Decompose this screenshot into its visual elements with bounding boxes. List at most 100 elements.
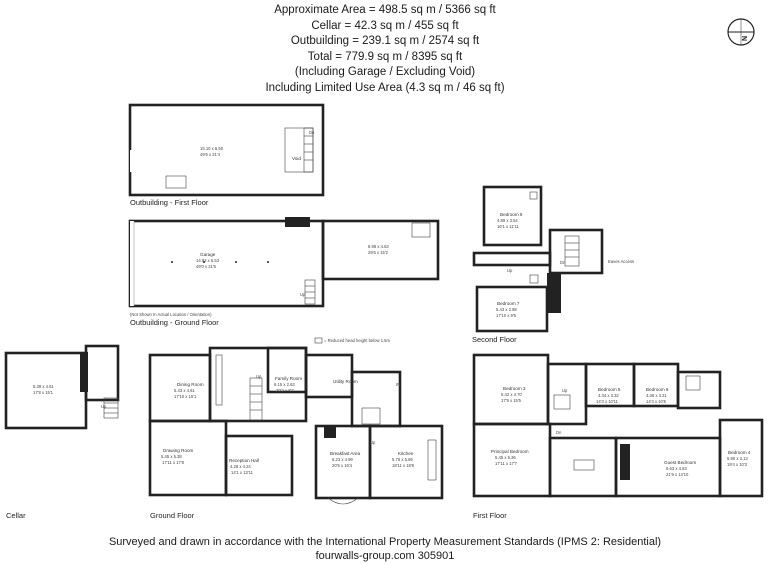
breakfast-dim1: 6.23 x 4.99 (332, 457, 353, 462)
bedroom6b-dim1: 4.36 x 3.21 (646, 393, 667, 398)
stair-icon (215, 354, 223, 406)
bedroom4 (718, 418, 764, 498)
bedroom6-dim1: 4.89 x 3.54 (497, 218, 518, 223)
survey-footer: Surveyed and drawn in accordance with th… (0, 535, 770, 563)
up-mark-kitchen: Up (370, 440, 376, 445)
area-line-approximate: Approximate Area = 498.5 sq m / 5366 sq … (274, 4, 496, 16)
in-mark: IN (396, 382, 400, 387)
ob-ground-dim1: 8.98 x 4.63 (368, 244, 389, 249)
guest-dim1: 6.63 x 4.53 (666, 466, 687, 471)
cellar-plan: 5.39 x 4.61 17'8 x 15'1 Up (4, 344, 120, 430)
reception-dim2: 14'1 x 13'11 (231, 470, 254, 475)
kitchen-dim1: 5.76 x 5.69 (392, 457, 413, 462)
utility-room (304, 353, 354, 399)
cellar-title: Cellar (6, 511, 26, 520)
principal-bedroom (472, 422, 552, 498)
limited-use-legend-swatch (314, 337, 323, 344)
outbuilding-ground-note: (Not Shown In Actual Location / Orientat… (130, 312, 212, 317)
bedroom7-dim1: 5.43 x 2.88 (496, 307, 517, 312)
garage-label: Garage (200, 252, 216, 257)
bedroom3-dim1: 5.42 x 4.70 (501, 392, 522, 397)
eaves-label: Eaves Access (608, 259, 634, 264)
bedroom7-label: Bedroom 7 (497, 301, 520, 306)
cellar-dim1: 5.39 x 4.61 (33, 384, 54, 389)
family-label: Family Room (275, 376, 302, 381)
up-mark: Up (562, 388, 568, 393)
dn-mark: Dn (556, 430, 562, 435)
area-line-outbuilding: Outbuilding = 239.1 sq m / 2574 sq ft (290, 35, 480, 48)
principal-dim2: 17'11 x 17'7 (495, 461, 518, 466)
bedroom6b-label: Bedroom 6 (646, 387, 669, 392)
ground-floor-plan: = Reduced head height below 1.5m Dining … (148, 337, 444, 505)
utility-label: Utility Room (333, 379, 358, 384)
reception-label: Reception Hall (229, 458, 259, 463)
stair-icon (361, 407, 381, 425)
breakfast-label: Breakfast Area (330, 451, 361, 456)
family-dim2: 20'2 x 8'7 (276, 388, 294, 393)
bedroom5-dim1: 4.34 x 3.32 (598, 393, 619, 398)
outbuilding-ground-floor-title: Outbuilding - Ground Floor (130, 318, 219, 327)
area-line-including: (Including Garage / Excluding Void) (294, 66, 476, 79)
stair-icon (553, 394, 571, 410)
ob-ground-dim2: 29'6 x 15'2 (368, 250, 389, 255)
second-floor-plan: Bedroom 6 4.89 x 3.54 16'1 x 11'11 Bedro… (472, 185, 634, 333)
up-mark: Up (507, 268, 513, 273)
bedroom6-label: Bedroom 6 (500, 212, 523, 217)
drawing-label: Drawing Room (163, 448, 194, 453)
outbuilding-first-floor-plan: 15.10 x 6.50 49'6 x 21'4 Void Dn (128, 103, 325, 197)
garage-dim1: 14.93 x 6.53 (196, 258, 220, 263)
guest-dim2: 21'9 x 14'10 (666, 472, 689, 477)
first-floor-plan: Bedroom 3 5.42 x 4.70 17'9 x 15'5 Bedroo… (472, 353, 764, 498)
dining-dim1: 5.43 x 4.61 (174, 388, 195, 393)
dining-dim2: 17'10 x 15'1 (174, 394, 197, 399)
stair-icon (303, 127, 314, 173)
area-summary: Approximate Area = 498.5 sq m / 5366 sq … (0, 3, 770, 97)
limited-use-legend: = Reduced head height below 1.5m (324, 338, 391, 343)
survey-reference: fourwalls-group.com 305901 (315, 550, 455, 562)
void-label: Void (292, 156, 301, 161)
family-dim1: 6.15 x 2.63 (274, 382, 295, 387)
up-mark: Up (101, 404, 107, 409)
bedroom4-dim1: 5.90 x 3.13 (727, 456, 748, 461)
outbuilding-first-floor-title: Outbuilding - First Floor (130, 198, 209, 207)
area-line-limited-use: Including Limited Use Area (4.3 sq m / 4… (265, 81, 505, 94)
area-line-total: Total = 779.9 sq m / 8395 sq ft (307, 50, 463, 63)
dn-mark: Dn (309, 130, 315, 135)
garage-dim2: 49'0 x 21'5 (196, 264, 217, 269)
bedroom5-dim2: 14'3 x 10'11 (596, 399, 619, 404)
drawing-dim1: 5.45 x 5.38 (161, 454, 182, 459)
compass-icon: N (727, 18, 755, 46)
reception-dim1: 4.28 x 4.24 (230, 464, 251, 469)
garage-outline (128, 219, 325, 308)
stair-icon (249, 377, 263, 421)
ground-floor-title: Ground Floor (150, 511, 195, 520)
up-mark: Up (300, 292, 306, 297)
stair-icon (564, 235, 580, 267)
bedroom6b-dim2: 14'4 x 10'6 (646, 399, 667, 404)
drawing-dim2: 17'11 x 17'8 (162, 460, 185, 465)
principal-dim1: 5.45 x 5.36 (495, 455, 516, 460)
kitchen (368, 424, 444, 500)
bedroom3-label: Bedroom 3 (503, 386, 526, 391)
kitchen-dim2: 18'11 x 18'8 (392, 463, 415, 468)
reception-hall (224, 434, 294, 497)
kitchen-label: Kitchen (398, 451, 414, 456)
dining-label: Dining Room (177, 382, 204, 387)
survey-standard-text: Surveyed and drawn in accordance with th… (108, 536, 662, 548)
cellar-dim2: 17'8 x 15'1 (33, 390, 54, 395)
bedroom3-dim2: 17'9 x 15'5 (501, 398, 522, 403)
second-floor-title: Second Floor (472, 335, 517, 344)
principal-label: Principal Bedroom (491, 449, 529, 454)
ob-room-outline (321, 219, 440, 281)
window-gap (130, 150, 133, 172)
breakfast-dim2: 20'5 x 16'4 (332, 463, 353, 468)
bedroom4-label: Bedroom 4 (728, 450, 751, 455)
bedroom6-outline (482, 185, 543, 247)
guest-label: Guest Bedroom (664, 460, 696, 465)
bedroom7-dim2: 17'10 x 9'5 (496, 313, 517, 318)
bedroom6-dim2: 16'1 x 11'11 (497, 224, 519, 229)
outbuilding-first-outline (128, 103, 325, 197)
compass-north-label: N (742, 36, 749, 41)
outbuilding-ground-floor-plan: Garage 14.93 x 6.53 49'0 x 21'5 8.98 x 4… (128, 217, 440, 308)
